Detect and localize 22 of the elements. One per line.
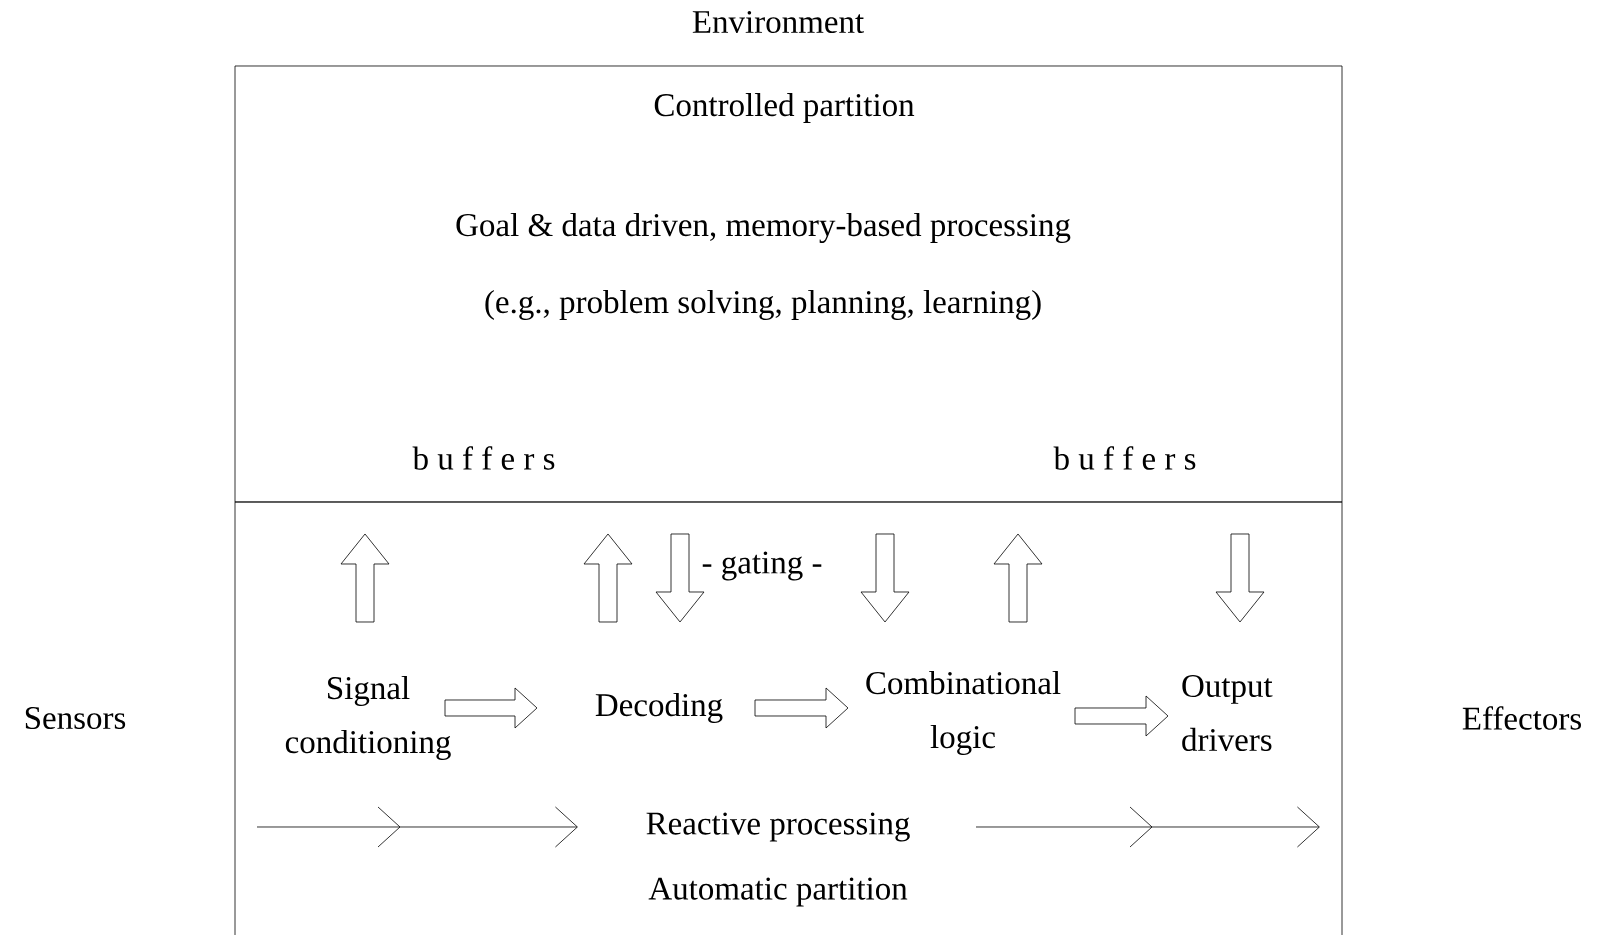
block-arrow (860, 533, 910, 623)
block-arrow (1215, 533, 1265, 623)
node-label: Reactive processing (646, 812, 910, 842)
arrow (256, 806, 578, 848)
block-arrow (754, 687, 849, 729)
block-arrow (655, 533, 705, 623)
block-arrow (993, 533, 1043, 623)
node-label: Decoding (595, 693, 723, 723)
node-label: Signal conditioning (285, 676, 451, 760)
node-label: b u f f e r s (412, 446, 555, 470)
block-arrow (583, 533, 633, 623)
text-label: Environment (692, 10, 864, 34)
block-arrow (444, 687, 538, 729)
node-label: b u f f e r s (1053, 446, 1196, 470)
node-label: Output drivers (1182, 674, 1273, 752)
text-label: Effectors (1462, 706, 1581, 730)
node-label: Combinational logic (866, 671, 1061, 755)
block-arrow (1074, 695, 1169, 737)
text-label: Sensors (25, 706, 126, 730)
block-arrow (340, 533, 390, 623)
text-label: - gating - (702, 551, 822, 581)
arrow (975, 806, 1320, 848)
